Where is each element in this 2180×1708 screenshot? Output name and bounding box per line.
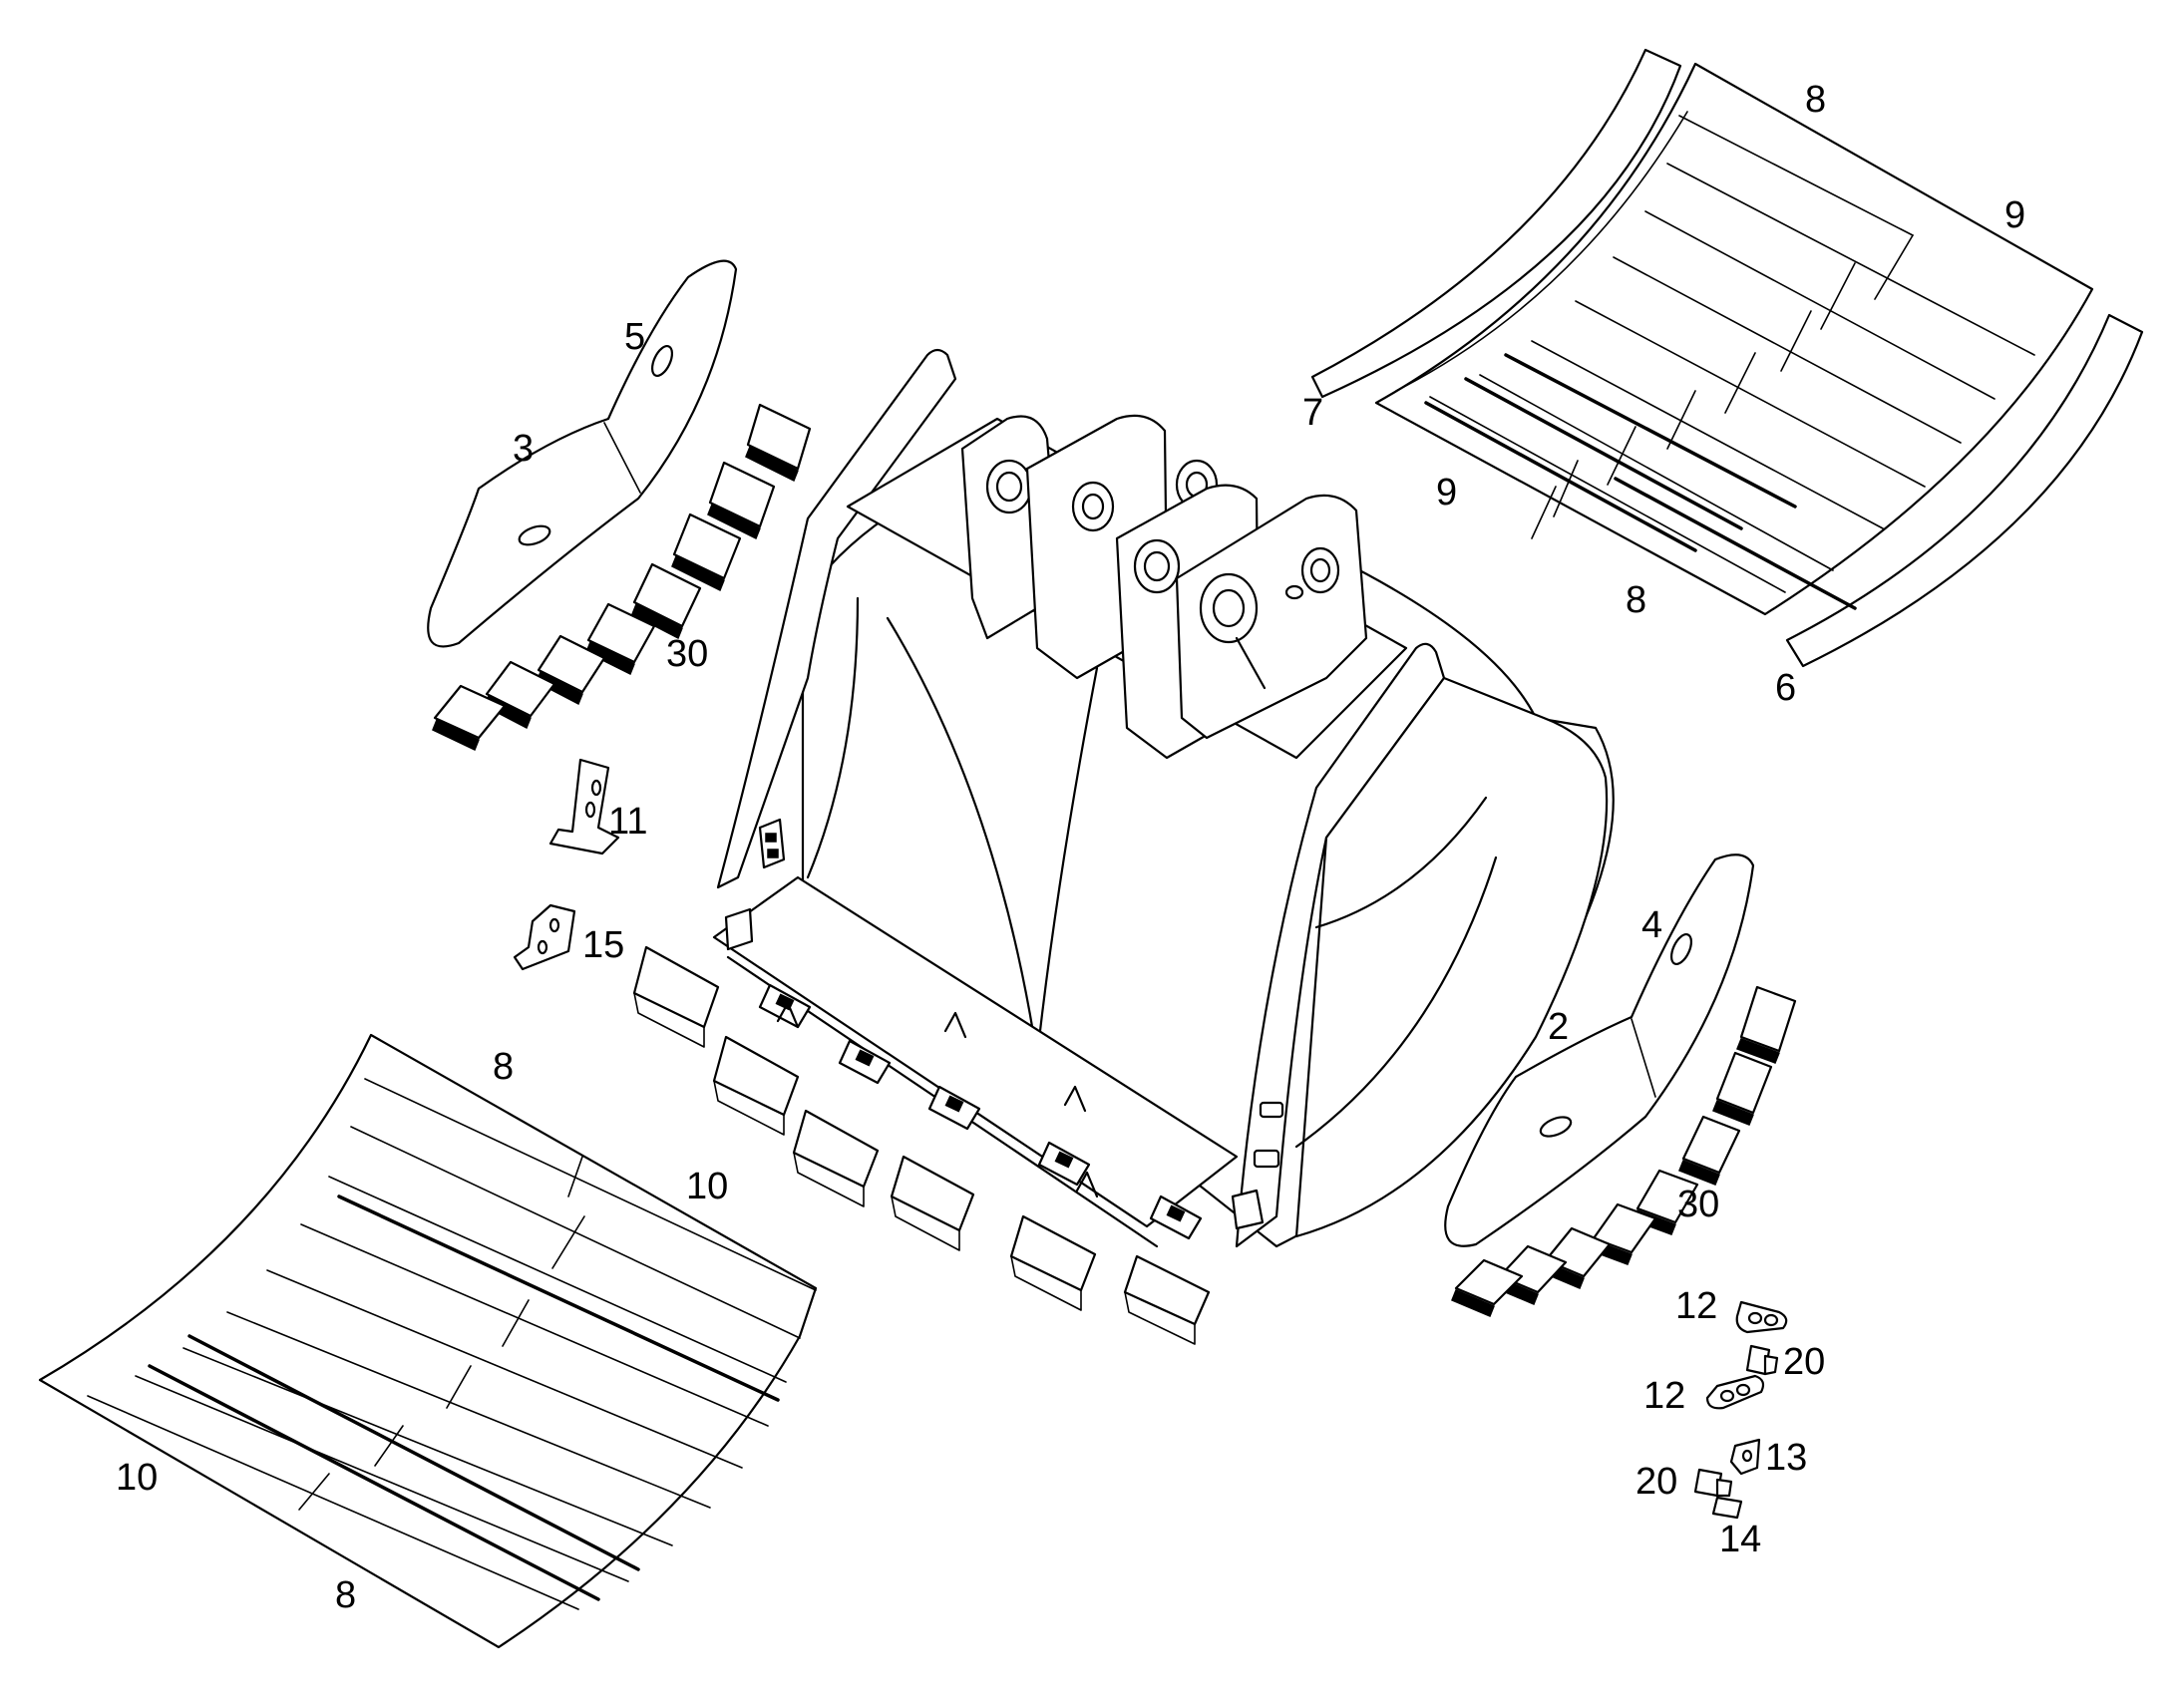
bucket-right-cheek xyxy=(1294,676,1609,1238)
liner-plate-outline xyxy=(1374,62,2094,616)
part-13 xyxy=(1729,1438,1761,1476)
bucket-tooth xyxy=(632,945,720,1048)
callout-8: 8 xyxy=(1805,79,1826,121)
part-12-upper xyxy=(1735,1300,1788,1334)
callout-13: 13 xyxy=(1765,1437,1807,1479)
part-14 xyxy=(1711,1496,1743,1520)
segment xyxy=(1712,1051,1773,1126)
side-cutting-plate-right xyxy=(1444,854,1755,1247)
callout-6: 6 xyxy=(1775,667,1796,709)
callout-8: 8 xyxy=(335,1574,356,1616)
callout-20: 20 xyxy=(1635,1461,1677,1503)
callout-20: 20 xyxy=(1783,1341,1825,1383)
bucket-inner-curve xyxy=(806,596,860,879)
liner-plate-dark-bands xyxy=(1424,353,1857,610)
side-plate-divider xyxy=(603,422,641,494)
callout-14: 14 xyxy=(1719,1519,1761,1560)
segment xyxy=(671,512,742,592)
callouts: 8 9 7 9 8 6 5 3 30 11 15 4 2 30 12 20 12… xyxy=(116,79,2025,1616)
segment xyxy=(432,684,507,752)
bucket-tooth xyxy=(1009,1141,1097,1311)
segments-30-right xyxy=(1451,985,1797,1317)
segment xyxy=(1678,1115,1741,1186)
side-plate-divider xyxy=(1631,1018,1656,1098)
side-plate-hole xyxy=(518,524,551,546)
side-plate-hole xyxy=(650,345,674,377)
liner-plate-dark-bands xyxy=(148,1195,780,1601)
callout-4: 4 xyxy=(1641,904,1662,946)
segment xyxy=(745,403,812,483)
callout-12: 12 xyxy=(1675,1285,1717,1327)
callout-10: 10 xyxy=(686,1166,728,1207)
callout-12: 12 xyxy=(1643,1375,1685,1417)
part-12-lower xyxy=(1705,1374,1765,1410)
callout-5: 5 xyxy=(624,316,645,358)
part-20-lower xyxy=(1693,1468,1733,1498)
bucket xyxy=(632,348,1615,1345)
bucket-left-wall xyxy=(716,348,957,889)
bucket-front-lip xyxy=(712,875,1239,1228)
segment xyxy=(631,562,702,640)
pin-rod xyxy=(1235,636,1267,690)
callout-7: 7 xyxy=(1302,392,1323,434)
bucket-inner-curve xyxy=(1314,796,1488,929)
segment xyxy=(707,461,776,540)
segments-30-left xyxy=(432,403,812,752)
side-plate-hole xyxy=(1669,933,1693,965)
bucket-tooth xyxy=(1123,1195,1211,1345)
callout-8: 8 xyxy=(1626,579,1646,621)
callout-3: 3 xyxy=(513,428,534,470)
callout-30: 30 xyxy=(1677,1184,1719,1225)
callout-9: 9 xyxy=(1436,472,1457,513)
side-plate-hole xyxy=(1539,1116,1573,1138)
callout-30: 30 xyxy=(666,633,708,675)
segment xyxy=(1736,985,1797,1064)
callout-2: 2 xyxy=(1548,1006,1569,1048)
bottom-wear-plate-assembly xyxy=(38,1033,818,1649)
part-11 xyxy=(548,758,620,855)
lip-chevrons xyxy=(776,1001,1099,1198)
callout-8: 8 xyxy=(493,1046,514,1088)
bucket-inner-curve xyxy=(1035,666,1099,1059)
bucket-tooth xyxy=(712,983,812,1136)
side-bolt-bracket xyxy=(724,818,1284,1230)
side-strip-7 xyxy=(1310,48,1682,399)
callout-11: 11 xyxy=(608,801,647,843)
segment xyxy=(1451,1258,1524,1317)
part-20-upper xyxy=(1745,1344,1779,1376)
mounting-bracket xyxy=(1175,494,1368,740)
callout-10: 10 xyxy=(116,1457,158,1499)
side-strip-6 xyxy=(1785,313,2144,668)
liner-plate-rows xyxy=(1395,111,2035,593)
bucket-tooth xyxy=(792,1039,892,1207)
liner-plate-rows xyxy=(87,1078,817,1610)
bucket-tooth xyxy=(890,1085,981,1251)
callout-9: 9 xyxy=(2004,194,2025,236)
top-wear-plate-assembly xyxy=(1310,48,2144,668)
liner-plate-outline xyxy=(38,1033,818,1649)
side-cutting-plate-left xyxy=(427,259,738,648)
bucket-right-wall xyxy=(1235,642,1446,1248)
bucket-inner-curve xyxy=(886,616,1039,1059)
bucket-inner-curve xyxy=(1294,855,1498,1149)
part-15 xyxy=(513,903,576,971)
callout-15: 15 xyxy=(582,924,624,966)
